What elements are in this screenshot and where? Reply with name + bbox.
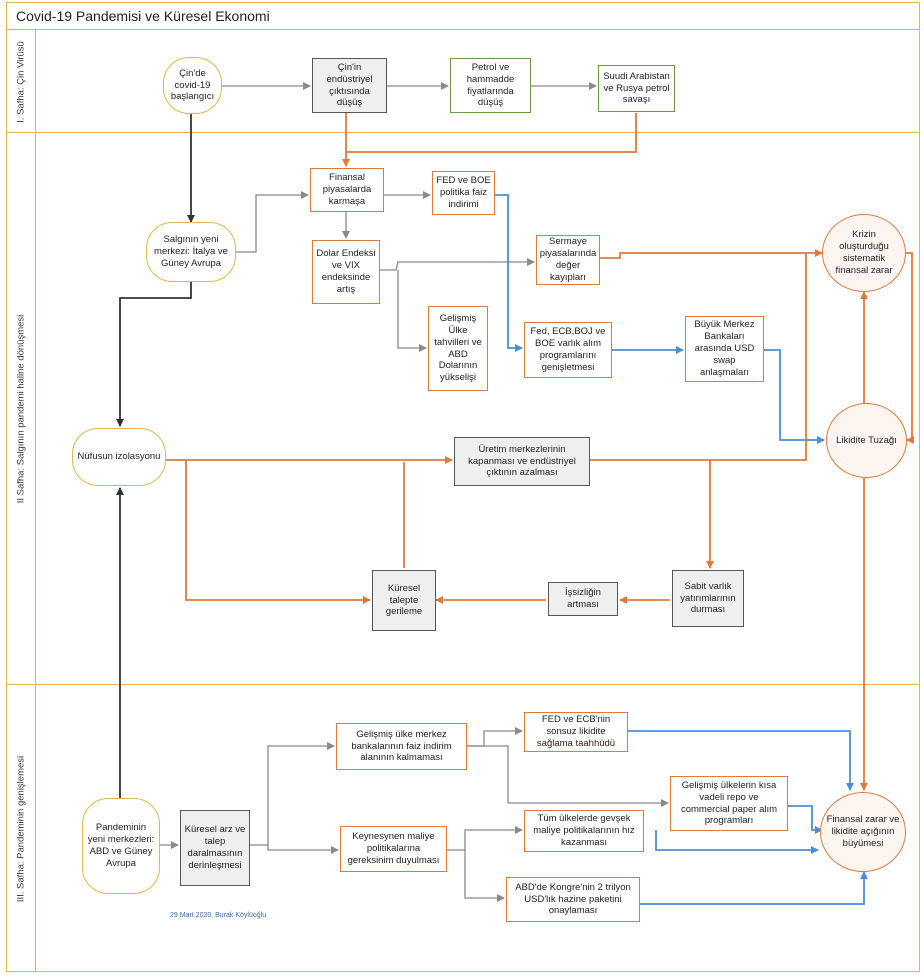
arrow-keynes-to-us-package xyxy=(464,850,505,902)
arrow-fed-to-asset xyxy=(495,194,523,352)
arrow-dollar-to-bonds xyxy=(397,270,427,352)
arrow-production-to-systemic xyxy=(590,253,807,461)
node-unemployment: İşsizliğin artması xyxy=(548,582,618,616)
diagram-title: Covid-19 Pandemisi ve Küresel Ekonomi xyxy=(6,2,920,30)
arrow-supply-to-rate xyxy=(250,742,335,846)
node-dev-bonds: Gelişmiş Ülke tahvilleri ve ABD Dolarını… xyxy=(428,306,488,391)
arrow-loose-to-finloss xyxy=(655,830,819,854)
arrow-keynes-to-loose xyxy=(447,826,523,851)
lane-phase-2 xyxy=(6,133,920,685)
node-new-center-eu: Salgının yeni merkezi: İtalya ve Güney A… xyxy=(146,222,236,282)
node-fixed-invest: Sabit varlık yatırımlarının durması xyxy=(672,570,744,627)
node-demand-fall: Küresel talepte gerileme xyxy=(372,570,436,631)
node-fed-ecb-liquidity: FED ve ECB'nin sonsuz likidite sağlama t… xyxy=(524,712,628,752)
outer-frame xyxy=(6,2,920,972)
arrow-supply-to-keynes xyxy=(267,845,339,854)
arrow-eu-to-chaos xyxy=(236,191,309,253)
node-fin-chaos: Finansal piyasalarda karmaşa xyxy=(310,168,384,212)
node-swap: Büyük Merkez Bankaları arasında USD swap… xyxy=(685,316,764,382)
node-china-output: Çin'in endüstriyel çıktısında düşüş xyxy=(312,58,387,113)
phase-2-label-box: II Safha: Salgının pandemi haline dönüşm… xyxy=(6,133,36,685)
arrow-rate-to-repo xyxy=(467,745,669,807)
arrow-swap-to-trap xyxy=(764,349,825,444)
arrow-package-to-finloss xyxy=(640,871,868,905)
phase-1-label-box: I. Safha: Çin Virüsü xyxy=(6,30,36,133)
node-repo: Gelişmiş ülkelerin kısa vadeli repo ve c… xyxy=(670,776,788,831)
node-saudi-russia: Suudi Arabistan ve Rusya petrol savaşı xyxy=(598,65,675,112)
node-production-close: Üretim merkezlerinin kapanması ve endüst… xyxy=(454,437,590,486)
node-liquidity-trap: Likidite Tuzağı xyxy=(826,403,907,478)
node-loose-fiscal: Tüm ülkelerde gevşek maliye politikaları… xyxy=(524,810,644,852)
node-us-package: ABD'de Kongre'nin 2 trilyon USD'lık hazi… xyxy=(506,877,640,922)
node-china-start: Çin'de covid-19 başlangıcı xyxy=(163,57,222,114)
node-oil-fall: Petrol ve hammadde fiyatlarında düşüş xyxy=(450,58,531,113)
arrow-isolation-to-demand xyxy=(185,460,371,604)
arrow-systemic-to-trap xyxy=(906,252,914,444)
node-rate-room: Gelişmiş ülke merkez bankalarının faiz i… xyxy=(336,723,467,770)
arrow-dollar-to-capital xyxy=(380,258,535,271)
arrow-rate-to-fedecb xyxy=(467,727,523,747)
author-credit: 29 Mart 2020, Burak Köylüoğlu xyxy=(170,912,267,919)
arrow-repo-to-finloss xyxy=(788,805,823,834)
node-dollar-vix: Dolar Endeksi ve VIX endeksinde artış xyxy=(312,240,380,304)
arrow-fedecb-to-finloss xyxy=(628,730,854,791)
node-fin-loss-growth: Finansal zarar ve likidite açığının büyü… xyxy=(820,792,906,872)
arrow-eu-to-isolation xyxy=(116,282,192,427)
arrow-capital-to-systemic xyxy=(600,249,823,259)
node-fed-boe: FED ve BOE politika faiz indirimi xyxy=(432,171,495,215)
node-systemic-loss: Krizin oluşturduğu sistematik finansal z… xyxy=(822,214,906,292)
node-new-center-us: Pandeminin yeni merkezleri: ABD ve Güney… xyxy=(82,798,160,894)
node-asset-purchase: Fed, ECB,BOJ ve BOE varlık alım programl… xyxy=(524,322,612,378)
node-capital-loss: Sermaye piyasalarında değer kayıpları xyxy=(536,235,600,285)
phase-3-label-box: III. Safha: Pandeminin genişlemesi xyxy=(6,685,36,972)
node-supply-demand: Küresel arz ve talep daralmasının derinl… xyxy=(180,810,250,886)
node-keynes: Keynesynen maliye politikalarına gereksi… xyxy=(340,826,447,872)
arrow-saudi-to-chaos xyxy=(346,113,637,153)
lane-phase-1 xyxy=(6,30,920,133)
node-isolation: Nüfusun izolasyonu xyxy=(72,428,166,486)
